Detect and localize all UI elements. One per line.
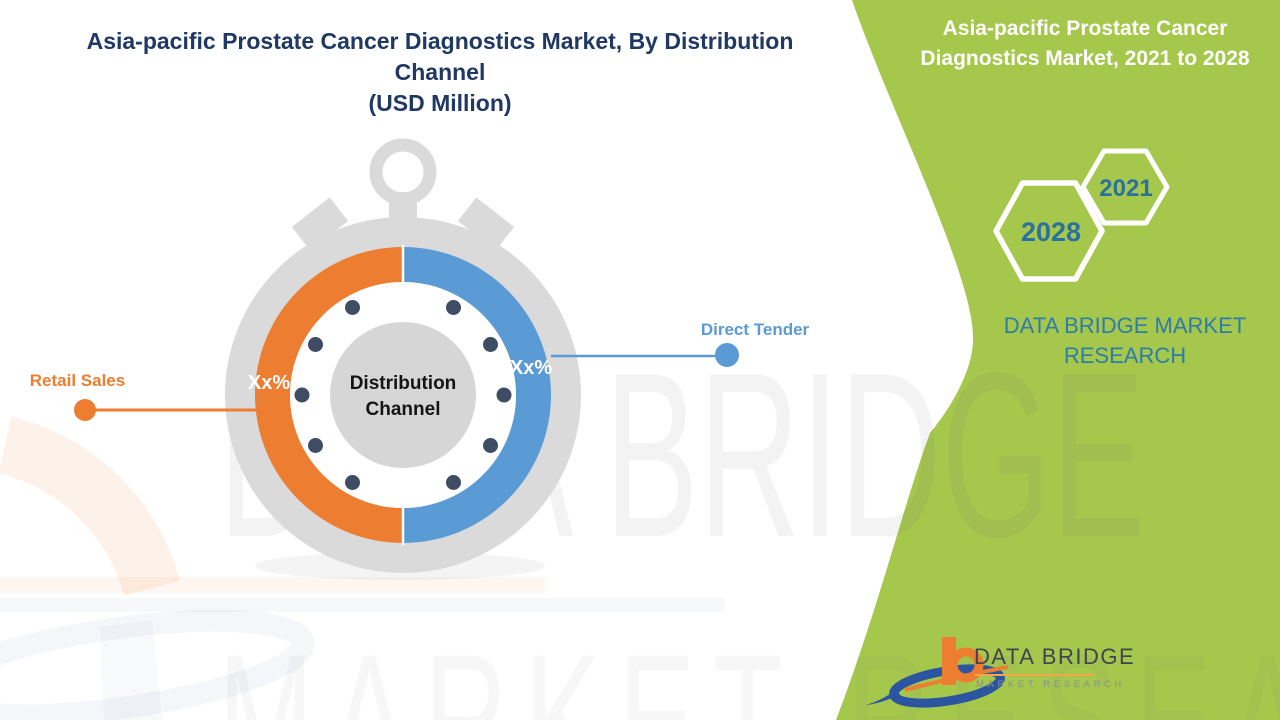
clock-tick-dot (294, 387, 310, 403)
direct-tender-value-label: Xx% (510, 357, 552, 379)
main-title: Asia-pacific Prostate Cancer Diagnostics… (40, 26, 840, 119)
direct-tender-leader-dot (715, 343, 739, 367)
retail-sales-label: Retail Sales (29, 371, 126, 390)
retail-sales-leader-dot (74, 399, 96, 421)
direct-tender-label: Direct Tender (700, 320, 810, 339)
leader-lines (74, 343, 739, 421)
donut-segment-retail-sales (255, 247, 403, 543)
watermark-logo-blue-swoosh (0, 609, 315, 720)
clock-tick-dot (345, 300, 360, 315)
clock-tick-dot (483, 337, 498, 352)
watermark-logo-orange-arc (0, 416, 181, 597)
center-label-line1: Distribution (350, 373, 457, 394)
main-title-line2: (USD Million) (368, 90, 512, 116)
center-label-line2: Channel (366, 399, 441, 420)
stopwatch-right-button (457, 197, 515, 251)
clock-tick-dot (345, 475, 360, 490)
side-panel-title: Asia-pacific Prostate Cancer Diagnostics… (890, 14, 1280, 74)
hexagon-year-2028: 2028 (1021, 217, 1081, 247)
watermark-logo-gray-band (100, 620, 162, 720)
logo-tagline-text: MARKET RESEARCH (976, 679, 1125, 690)
side-panel-title-line1: Asia-pacific Prostate Cancer (942, 17, 1228, 40)
main-title-line1: Asia-pacific Prostate Cancer Diagnostics… (86, 28, 794, 85)
data-bridge-logo-glyph (866, 637, 1009, 708)
clock-tick-dot (446, 300, 461, 315)
watermark-text-line2: MARKET RESEARCH (218, 617, 1280, 720)
brand-wordmark-line2: RESEARCH (1063, 343, 1187, 368)
clock-tick-dots (294, 300, 512, 490)
side-panel-title-line2: Diagnostics Market, 2021 to 2028 (920, 47, 1250, 70)
brand-wordmark: DATA BRIDGE MARKET RESEARCH (955, 311, 1280, 371)
logo-orange-bowl (948, 647, 984, 683)
clock-tick-dot (308, 337, 323, 352)
clock-tick-dot (496, 387, 512, 403)
donut-chart: Distribution Channel Xx% Xx% (248, 245, 552, 545)
stopwatch-left-button (291, 197, 349, 251)
donut-segment-direct-tender (403, 247, 551, 543)
brand-wordmark-line1: DATA BRIDGE MARKET (1003, 313, 1247, 338)
clock-tick-dot (308, 438, 323, 453)
watermark-logo-blue-band (0, 598, 725, 612)
year-hexagons: 2028 2021 (993, 148, 1170, 282)
logo-name-text: DATA BRIDGE (974, 644, 1136, 669)
stopwatch-crown-ring (369, 138, 437, 206)
clock-tick-dot (446, 475, 461, 490)
green-side-panel (836, 0, 1280, 720)
hexagon-year-2021: 2021 (1099, 175, 1152, 202)
hexagon-2028 (993, 180, 1105, 282)
donut-center-disc (330, 322, 476, 468)
logo-divider-rule (975, 674, 1093, 676)
hexagon-2021 (1080, 148, 1170, 226)
watermark-logo-orange-band (0, 577, 545, 593)
retail-sales-value-label: Xx% (248, 372, 290, 394)
clock-tick-dot (483, 438, 498, 453)
